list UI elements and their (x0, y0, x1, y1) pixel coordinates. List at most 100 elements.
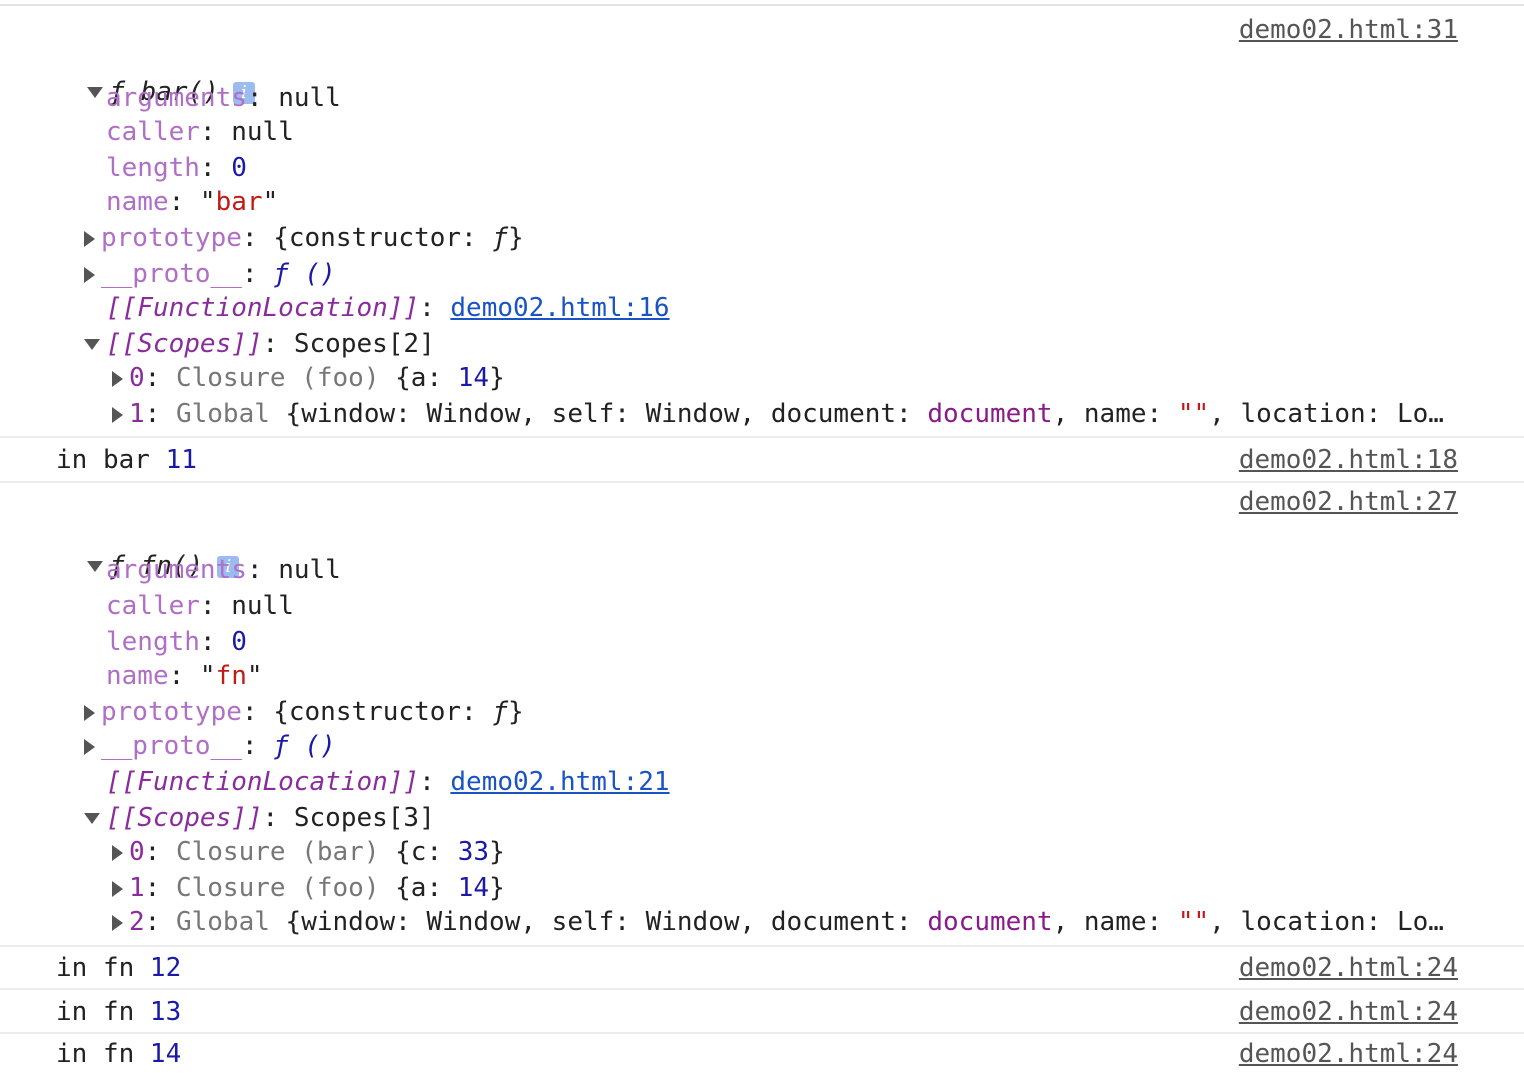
scope-fn: (bar) (301, 837, 380, 867)
expand-triangle-icon[interactable] (84, 738, 95, 755)
expand-triangle-icon[interactable] (112, 880, 123, 897)
prop-scopes[interactable]: [[Scopes]]: Scopes[2] (84, 329, 435, 359)
prop-value: Scopes[2] (293, 329, 435, 359)
scope-num: 14 (457, 873, 490, 903)
prop-key: name (106, 661, 169, 691)
scope-close: } (489, 873, 505, 903)
scope-index: 1 (129, 873, 145, 903)
prop-value: Scopes[3] (293, 803, 435, 833)
row-divider (0, 481, 1524, 483)
source-link[interactable]: demo02.html:24 (1238, 953, 1458, 983)
constructor-f: ƒ (492, 697, 509, 727)
global-self-key: , self: (520, 399, 646, 429)
expand-triangle-icon[interactable] (84, 266, 95, 283)
global-doc-key: , document: (739, 399, 928, 429)
prop-value: ƒ () (273, 259, 336, 289)
prop-value: 0 (231, 153, 247, 183)
prop-value: {constructor: (273, 697, 493, 727)
log-text: in bar (56, 445, 166, 475)
expand-triangle-icon[interactable] (112, 914, 123, 931)
prop-value: fn (215, 661, 247, 691)
source-link[interactable]: demo02.html:18 (1238, 445, 1458, 475)
global-open: {window: (285, 399, 427, 429)
expand-triangle-icon[interactable] (112, 844, 123, 861)
source-link[interactable]: demo02.html:27 (1238, 487, 1458, 517)
scope-fn: (foo) (301, 873, 380, 903)
prop-key: caller (106, 117, 200, 147)
prop-proto[interactable]: __proto__: ƒ () (84, 731, 336, 761)
prop-name: name: "fn" (106, 661, 263, 691)
global-self: Window (645, 907, 740, 937)
prop-key: name (106, 187, 169, 217)
source-link[interactable]: demo02.html:24 (1238, 1039, 1458, 1069)
log-text: in fn (56, 1039, 150, 1069)
function-header[interactable]: ƒ fn()i (56, 521, 240, 581)
scope-fn: (foo) (301, 363, 380, 393)
source-link[interactable]: demo02.html:24 (1238, 997, 1458, 1027)
prop-key: length (106, 153, 200, 183)
global-name-key: , name: (1052, 399, 1178, 429)
log-value: 11 (165, 445, 197, 475)
expand-triangle-icon[interactable] (87, 87, 104, 98)
prop-name: name: "bar" (106, 187, 279, 217)
scope-type: Closure (175, 873, 286, 903)
expand-triangle-icon[interactable] (112, 406, 123, 423)
prop-key: length (106, 627, 200, 657)
scope-content: {a: (395, 363, 458, 393)
global-doc-key: , document: (739, 907, 928, 937)
global-name-key: , name: (1052, 907, 1178, 937)
log-value: 13 (149, 997, 182, 1027)
log-text: in fn (56, 997, 150, 1027)
prop-key: prototype (101, 223, 242, 253)
scope-item-global[interactable]: 1: Global {window: Window, self: Window,… (112, 399, 1444, 429)
global-name: "" (1177, 399, 1210, 429)
log-value: 12 (149, 953, 182, 983)
prop-value: bar (215, 187, 263, 217)
prop-prototype[interactable]: prototype: {constructor: ƒ} (84, 697, 524, 727)
scope-num: 14 (457, 363, 490, 393)
prop-key: __proto__ (101, 259, 242, 289)
prop-key: __proto__ (101, 731, 242, 761)
scope-close: } (489, 363, 505, 393)
prop-key: [[Scopes]] (106, 329, 263, 359)
prop-proto[interactable]: __proto__: ƒ () (84, 259, 336, 289)
scope-item[interactable]: 1: Closure (foo) {a: 14} (112, 873, 505, 903)
expand-triangle-icon[interactable] (84, 813, 100, 824)
prop-caller: caller: null (106, 117, 294, 147)
scope-item-global[interactable]: 2: Global {window: Window, self: Window,… (112, 907, 1444, 937)
global-window: Window (426, 907, 521, 937)
scope-item[interactable]: 0: Closure (foo) {a: 14} (112, 363, 505, 393)
scope-index: 0 (129, 837, 145, 867)
info-icon[interactable]: i (217, 555, 240, 578)
prop-key: arguments (106, 555, 247, 585)
scope-item[interactable]: 0: Closure (bar) {c: 33} (112, 837, 505, 867)
expand-triangle-icon[interactable] (87, 561, 104, 572)
prop-prototype[interactable]: prototype: {constructor: ƒ} (84, 223, 524, 253)
function-header[interactable]: ƒ bar()i (56, 47, 255, 107)
log-message: in fn 13 (56, 997, 181, 1027)
prop-key: prototype (101, 697, 242, 727)
prop-key: arguments (106, 83, 247, 113)
prop-length: length: 0 (106, 153, 247, 183)
console-top-border (0, 4, 1524, 6)
info-icon[interactable]: i (232, 81, 255, 104)
expand-triangle-icon[interactable] (84, 230, 95, 247)
prop-scopes[interactable]: [[Scopes]]: Scopes[3] (84, 803, 435, 833)
expand-triangle-icon[interactable] (84, 339, 100, 350)
function-location-link[interactable]: demo02.html:21 (450, 767, 670, 797)
scope-type: Closure (175, 363, 286, 393)
prop-value: null (278, 83, 341, 113)
prop-arguments: arguments: null (106, 83, 341, 113)
prop-arguments: arguments: null (106, 555, 341, 585)
log-message: in bar 11 (56, 445, 197, 475)
function-prefix: ƒ (109, 77, 125, 107)
prop-key: [[FunctionLocation]] (106, 767, 420, 797)
scope-content: {a: (395, 873, 458, 903)
source-link[interactable]: demo02.html:31 (1238, 15, 1458, 45)
function-location-link[interactable]: demo02.html:16 (450, 293, 670, 323)
scope-index: 2 (129, 907, 145, 937)
expand-triangle-icon[interactable] (112, 370, 123, 387)
expand-triangle-icon[interactable] (84, 704, 95, 721)
global-location: , location: Lo… (1209, 399, 1444, 429)
log-message: in fn 14 (56, 1039, 181, 1069)
